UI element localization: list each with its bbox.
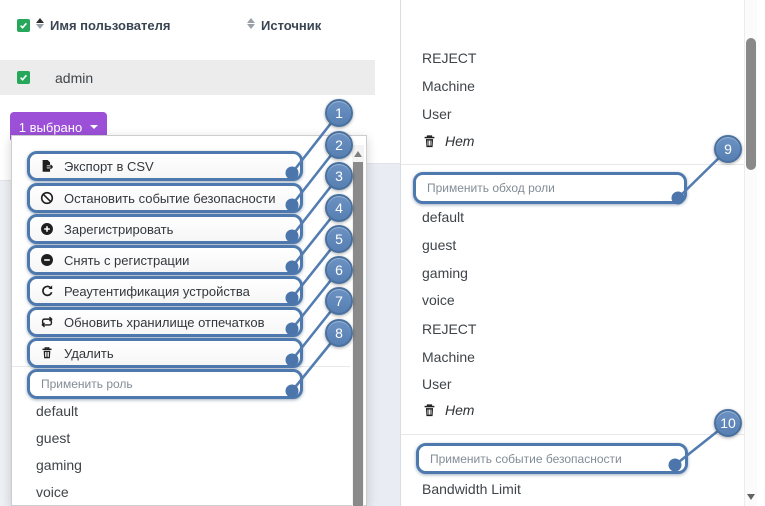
menu-item-export-csv[interactable]: Экспорт в CSV <box>30 154 300 178</box>
callout-badge-9: 9 <box>714 135 742 163</box>
sync-icon <box>39 284 54 299</box>
menu-item-unregister[interactable]: Снять с регистрации <box>30 248 300 272</box>
callout-badge-5: 5 <box>325 225 353 253</box>
sort-icon-source[interactable] <box>247 18 255 29</box>
callout-box-5: Реаутентификация устройства <box>27 276 303 306</box>
chevron-down-icon <box>90 125 99 129</box>
bypass-role-option[interactable]: voice <box>422 292 455 308</box>
bypass-role-option[interactable]: guest <box>422 237 457 253</box>
select-all-checkbox[interactable] <box>17 19 30 32</box>
callout-box-2: Остановить событие безопасности <box>27 183 303 213</box>
callout-badge-2: 2 <box>325 131 353 159</box>
callout-badge-6: 6 <box>325 256 353 284</box>
menu-item-stop-security-event[interactable]: Остановить событие безопасности <box>30 186 300 210</box>
bypass-role-option[interactable]: REJECT <box>422 321 477 337</box>
page-background-sliver <box>366 163 400 506</box>
callout-box-3: Зарегистрировать <box>27 214 303 244</box>
bypass-role-option[interactable]: gaming <box>422 265 468 281</box>
check-icon <box>20 74 27 81</box>
menu-item-reauthenticate-device[interactable]: Реаутентификация устройства <box>30 279 300 303</box>
menu-item-label: Удалить <box>64 345 114 361</box>
apply-security-event-header: Применить событие безопасности <box>419 446 685 471</box>
menu-item-label: Зарегистрировать <box>64 221 174 237</box>
menu-item-register[interactable]: Зарегистрировать <box>30 217 300 241</box>
security-event-option[interactable]: Bandwidth Limit <box>422 481 521 497</box>
trash-icon <box>422 134 437 149</box>
sort-desc-icon <box>36 24 44 29</box>
apply-role-header: Применить роль <box>30 372 300 396</box>
apply-bypass-role-header: Применить обход роли <box>416 175 684 201</box>
sort-icon-username[interactable] <box>36 18 44 29</box>
minus-circle-icon <box>39 253 54 268</box>
callout-box-6: Обновить хранилище отпечатков <box>27 307 303 337</box>
menu-divider <box>401 434 744 435</box>
table-row[interactable]: admin <box>0 60 375 95</box>
menu-item-label: Остановить событие безопасности <box>64 190 276 206</box>
role-option[interactable]: gaming <box>36 457 82 473</box>
file-export-icon <box>39 159 54 174</box>
callout-box-1: Экспорт в CSV <box>27 151 303 181</box>
callout-box-10: Применить событие безопасности <box>416 443 688 474</box>
role-option[interactable]: voice <box>36 484 69 500</box>
role-option[interactable]: User <box>422 106 452 122</box>
column-header-source[interactable]: Источник <box>261 18 322 33</box>
trash-icon <box>422 403 437 418</box>
row-checkbox[interactable] <box>17 71 30 84</box>
clear-role-label: Нет <box>445 133 475 149</box>
sort-asc-icon <box>247 18 255 23</box>
menu-divider <box>401 164 744 165</box>
username-cell: admin <box>55 70 94 86</box>
menu-item-label: Реаутентификация устройства <box>64 283 250 299</box>
roles-dropdown-panel <box>400 0 757 506</box>
callout-box-7: Удалить <box>27 338 303 368</box>
repeat-icon <box>39 315 54 330</box>
callout-badge-1: 1 <box>325 99 353 127</box>
role-option[interactable]: guest <box>36 430 71 446</box>
menu-item-refresh-fingerprint-store[interactable]: Обновить хранилище отпечатков <box>30 310 300 334</box>
sort-desc-icon <box>247 24 255 29</box>
callout-box-4: Снять с регистрации <box>27 245 303 275</box>
menu-item-label: Экспорт в CSV <box>64 158 154 174</box>
clear-bypass-option[interactable]: Нет <box>422 402 474 418</box>
callout-badge-3: 3 <box>325 162 353 190</box>
role-option[interactable]: default <box>36 403 79 419</box>
selected-count-label: 1 выбрано <box>18 119 83 135</box>
callout-badge-7: 7 <box>325 287 353 315</box>
callout-box-8: Применить роль <box>27 369 303 399</box>
callout-box-9: Применить обход роли <box>413 172 687 204</box>
callout-badge-10: 10 <box>714 409 742 437</box>
left-scrollbar-thumb[interactable] <box>353 162 363 506</box>
role-option[interactable]: REJECT <box>422 50 477 66</box>
bypass-role-option[interactable]: default <box>422 209 465 225</box>
callout-badge-4: 4 <box>325 194 353 222</box>
clear-role-option[interactable]: Нет <box>422 133 474 149</box>
callout-badge-8: 8 <box>325 319 353 347</box>
clear-bypass-label: Нет <box>445 402 475 418</box>
right-scrollbar-thumb[interactable] <box>746 38 756 170</box>
ban-icon <box>39 191 54 206</box>
bypass-role-option[interactable]: User <box>422 376 452 392</box>
trash-icon <box>39 346 54 361</box>
sort-asc-icon <box>36 18 44 23</box>
bypass-role-option[interactable]: Machine <box>422 349 475 365</box>
menu-item-label: Обновить хранилище отпечатков <box>64 314 265 330</box>
plus-circle-icon <box>39 222 54 237</box>
scroll-up-icon[interactable] <box>354 151 362 157</box>
role-option[interactable]: Machine <box>422 78 475 94</box>
menu-item-delete[interactable]: Удалить <box>30 341 300 365</box>
scroll-down-icon[interactable] <box>747 494 755 500</box>
column-header-username[interactable]: Имя пользователя <box>50 18 171 33</box>
check-icon <box>20 22 27 29</box>
menu-item-label: Снять с регистрации <box>64 252 190 268</box>
